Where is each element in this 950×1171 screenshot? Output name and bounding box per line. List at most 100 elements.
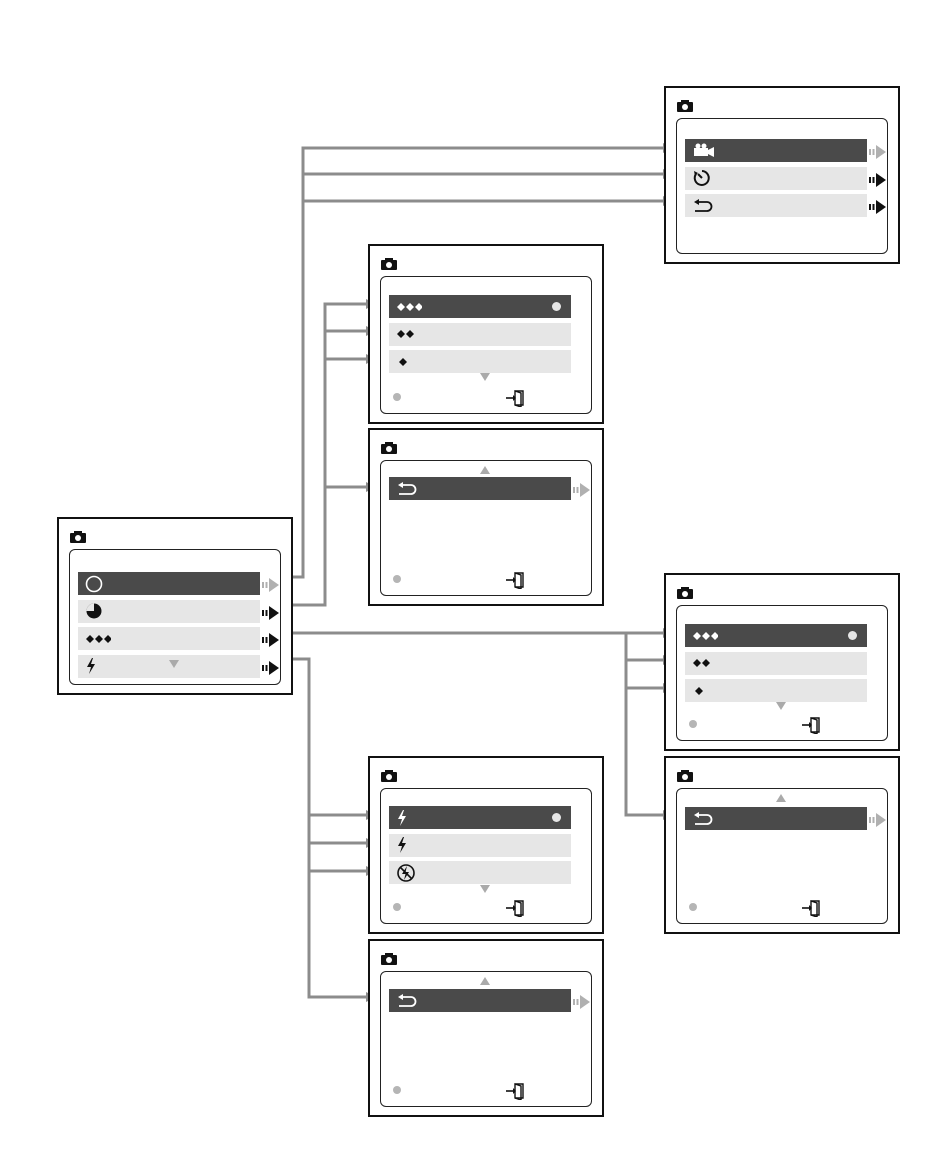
- screen-flash-menu: [368, 756, 604, 934]
- camera-icon: [69, 529, 87, 548]
- menu-row-back[interactable]: [389, 477, 571, 500]
- submenu-arrow-icon[interactable]: [573, 482, 593, 496]
- menu-row-quality-one-diamond[interactable]: [389, 350, 571, 373]
- camera-icon: [380, 256, 398, 275]
- screen-panel: [69, 549, 281, 685]
- exit-icon[interactable]: [505, 389, 527, 407]
- quality-three-diamonds-icon: [692, 631, 718, 641]
- scroll-down-icon[interactable]: [480, 373, 490, 381]
- menu-row-quality-three-diamonds[interactable]: [78, 627, 260, 650]
- screen-quality-menu-a: [368, 244, 604, 424]
- flash-icon: [85, 657, 97, 675]
- back-icon: [396, 994, 418, 1008]
- menu-row-video-camera[interactable]: [685, 139, 867, 162]
- quality-two-diamonds-icon: [692, 658, 712, 668]
- camera-icon: [676, 768, 694, 787]
- menu-row-flash-on[interactable]: [389, 834, 571, 857]
- screen-header: [370, 758, 602, 787]
- back-icon: [692, 812, 714, 826]
- ok-button-icon[interactable]: [393, 1086, 401, 1094]
- menu-row-quality-three-diamonds[interactable]: [389, 295, 571, 318]
- back-icon: [396, 482, 418, 496]
- menu-row-half-circle[interactable]: [78, 600, 260, 623]
- flash-auto-icon: [396, 809, 408, 827]
- scroll-down-icon[interactable]: [169, 660, 179, 668]
- menu-row-quality-two-diamonds[interactable]: [389, 323, 571, 346]
- back-icon: [692, 199, 714, 213]
- ok-button-icon[interactable]: [689, 903, 697, 911]
- submenu-arrow-icon[interactable]: [869, 172, 889, 186]
- submenu-arrow-icon[interactable]: [869, 199, 889, 213]
- scroll-up-icon[interactable]: [480, 466, 490, 474]
- camera-icon: [676, 98, 694, 117]
- exit-icon[interactable]: [505, 571, 527, 589]
- menu-row-quality-one-diamond[interactable]: [685, 679, 867, 702]
- ok-button-icon[interactable]: [689, 720, 697, 728]
- menu-row-self-timer[interactable]: [685, 167, 867, 190]
- screen-header: [666, 88, 898, 117]
- quality-two-diamonds-icon: [396, 329, 416, 339]
- camera-icon: [380, 951, 398, 970]
- exit-icon[interactable]: [505, 899, 527, 917]
- menu-row-quality-three-diamonds[interactable]: [685, 624, 867, 647]
- camera-icon: [676, 585, 694, 604]
- screen-capture-mode: [664, 86, 900, 264]
- menu-row-back[interactable]: [389, 989, 571, 1012]
- screen-quality-menu-b: [664, 573, 900, 751]
- menu-row-flash-off[interactable]: [389, 861, 571, 884]
- screen-main-menu: [57, 517, 293, 695]
- screen-panel: [380, 971, 592, 1107]
- circle-icon: [85, 575, 103, 593]
- flash-off-icon: [396, 863, 416, 883]
- screen-header: [370, 941, 602, 970]
- screen-header: [370, 246, 602, 275]
- half-circle-icon: [85, 602, 103, 620]
- exit-icon[interactable]: [801, 716, 823, 734]
- menu-row-flash-auto[interactable]: [389, 806, 571, 829]
- screen-panel: [380, 788, 592, 924]
- menu-row-back[interactable]: [685, 807, 867, 830]
- screen-panel: [380, 460, 592, 596]
- submenu-arrow-icon[interactable]: [573, 994, 593, 1008]
- scroll-up-icon[interactable]: [776, 794, 786, 802]
- scroll-down-icon[interactable]: [480, 885, 490, 893]
- screen-flash-back: [368, 939, 604, 1117]
- quality-one-diamond-icon: [692, 686, 706, 696]
- submenu-arrow-icon[interactable]: [869, 812, 889, 826]
- connector-main-row4-flash1: [290, 659, 375, 997]
- submenu-arrow-icon[interactable]: [262, 605, 282, 619]
- menu-row-circle[interactable]: [78, 572, 260, 595]
- flash-on-icon: [396, 836, 408, 854]
- ok-button-icon[interactable]: [393, 575, 401, 583]
- scroll-up-icon[interactable]: [480, 977, 490, 985]
- screen-panel: [676, 605, 888, 741]
- camera-icon: [380, 440, 398, 459]
- screen-header: [59, 519, 291, 548]
- submenu-arrow-icon[interactable]: [262, 660, 282, 674]
- video-camera-icon: [692, 143, 716, 159]
- screen-panel: [676, 118, 888, 254]
- screen-quality-back-b: [664, 756, 900, 934]
- screen-panel: [380, 276, 592, 414]
- screen-panel: [676, 788, 888, 924]
- quality-three-diamonds-icon: [85, 634, 111, 644]
- quality-three-diamonds-icon: [396, 302, 422, 312]
- ok-button-icon[interactable]: [393, 903, 401, 911]
- screen-header: [666, 575, 898, 604]
- screen-header: [370, 430, 602, 459]
- menu-row-back[interactable]: [685, 194, 867, 217]
- exit-icon[interactable]: [801, 899, 823, 917]
- exit-icon[interactable]: [505, 1082, 527, 1100]
- ok-button-icon[interactable]: [393, 393, 401, 401]
- selected-dot-icon: [552, 302, 561, 311]
- submenu-arrow-icon[interactable]: [869, 144, 889, 158]
- scroll-down-icon[interactable]: [776, 702, 786, 710]
- camera-icon: [380, 768, 398, 787]
- selected-dot-icon: [552, 813, 561, 822]
- menu-row-quality-two-diamonds[interactable]: [685, 652, 867, 675]
- submenu-arrow-icon[interactable]: [262, 577, 282, 591]
- self-timer-icon: [692, 168, 712, 188]
- selected-dot-icon: [848, 631, 857, 640]
- submenu-arrow-icon[interactable]: [262, 632, 282, 646]
- quality-one-diamond-icon: [396, 357, 410, 367]
